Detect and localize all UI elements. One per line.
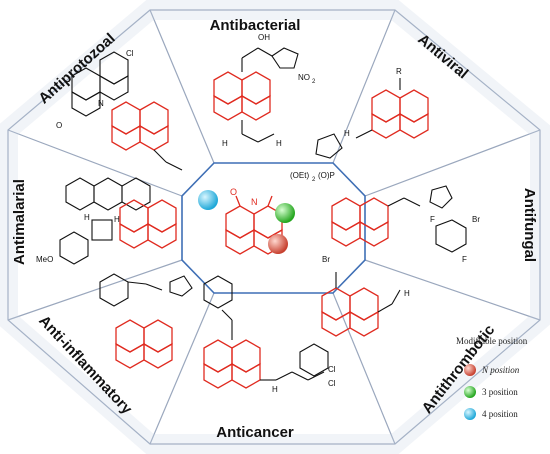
structure-antiprotozoal: Cl N O xyxy=(56,49,183,171)
legend: Modifiable position N position 3 positio… xyxy=(456,336,528,420)
label-antibacterial: Antibacterial xyxy=(210,17,301,34)
structure-antimalarial: H H MeO xyxy=(36,177,177,265)
label-antimalarial: Antimalarial xyxy=(11,179,28,265)
sphere-n-position xyxy=(268,234,288,254)
antibacterial-no2-sub: 2 xyxy=(312,79,316,85)
spokes xyxy=(7,9,541,445)
structure-antithrombotic: H xyxy=(299,272,410,377)
structure-anticancer: Cl Cl H xyxy=(203,309,336,394)
antifungal-f1: F xyxy=(430,215,435,224)
antiviral-r: R xyxy=(396,67,402,76)
structure-antibacterial: OH NO 2 H H xyxy=(213,33,316,148)
antibacterial-oh: OH xyxy=(258,33,270,42)
antiprotozoal-cl: Cl xyxy=(126,49,134,58)
sphere-3-position xyxy=(275,203,295,223)
legend-title: Modifiable position xyxy=(456,336,528,346)
legend-4-position-dot xyxy=(464,408,476,420)
antibacterial-no2: NO xyxy=(298,73,310,82)
legend-n-position-dot xyxy=(464,364,476,376)
antifungal-brm: Br xyxy=(472,215,480,224)
anticancer-cl2: Cl xyxy=(328,379,336,388)
legend-3-position-label: 3 position xyxy=(482,387,518,397)
structure-antiviral: R H (OEt) 2 (O)P xyxy=(290,67,429,183)
legend-4-position-label: 4 position xyxy=(482,409,518,419)
antifungal-br: Br xyxy=(322,255,330,264)
antiviral-h: H xyxy=(344,129,350,138)
antimalarial-h1: H xyxy=(84,213,90,222)
antimalarial-h2: H xyxy=(114,215,120,224)
structure-antifungal: Br Br F F xyxy=(322,185,480,264)
structure-anti-inflammatory xyxy=(99,273,233,369)
antiprotozoal-o: O xyxy=(56,121,62,130)
antiviral-p: (OEt) xyxy=(290,171,309,180)
legend-3-position-dot xyxy=(464,386,476,398)
anticancer-h: H xyxy=(272,385,278,394)
antiprotozoal-n: N xyxy=(98,99,104,108)
core-n-label: N xyxy=(251,197,258,207)
label-anticancer: Anticancer xyxy=(216,424,294,441)
core-o-label: O xyxy=(230,187,237,197)
antibacterial-h2: H xyxy=(276,139,282,148)
anticancer-cl1: Cl xyxy=(328,365,336,374)
core-structure: O N xyxy=(225,187,283,255)
antibacterial-h: H xyxy=(222,139,228,148)
sphere-4-position xyxy=(198,190,218,210)
legend-n-position-label: N position xyxy=(481,365,520,375)
central-octagon xyxy=(181,162,366,294)
label-antifungal: Antifungal xyxy=(521,188,538,262)
antimalarial-meo: MeO xyxy=(36,255,53,264)
antiviral-p-sub: 2 xyxy=(312,177,316,183)
modification-spheres xyxy=(198,190,295,254)
antifungal-f2: F xyxy=(462,255,467,264)
antiviral-p2: (O)P xyxy=(318,171,335,180)
antithrombotic-h: H xyxy=(404,289,410,298)
